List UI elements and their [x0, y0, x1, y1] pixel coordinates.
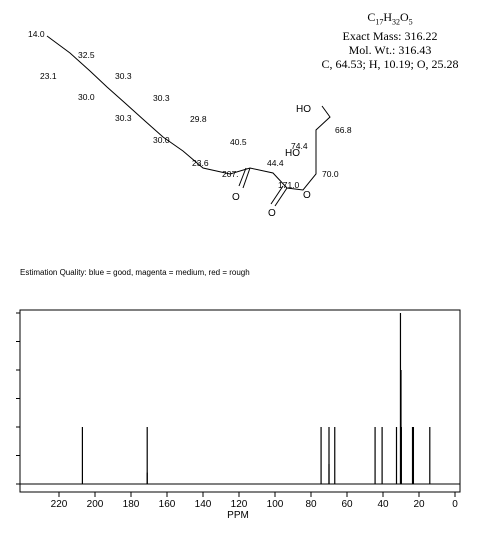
- molecule-structure: [46, 35, 331, 207]
- x-tick-label: 40: [377, 499, 389, 510]
- x-tick-label: 180: [123, 499, 140, 510]
- elemental-composition: C, 64.53; H, 10.19; O, 25.28: [321, 57, 459, 72]
- x-tick-label: 160: [159, 499, 176, 510]
- shift-label: 14.0: [28, 29, 45, 39]
- shift-label: 40.5: [230, 137, 247, 147]
- shift-label: 74.4: [291, 141, 308, 151]
- shift-label: 30.3: [153, 93, 170, 103]
- ketone-oxygen-label: O: [232, 192, 240, 203]
- shift-labels: 14.0 32.5 23.1 30.3 30.0 30.3 30.3 29.8 …: [28, 29, 352, 190]
- shift-label: 171.0: [278, 180, 300, 190]
- y-ticks: [16, 312, 20, 485]
- ester-oxygen-label: O: [303, 190, 311, 201]
- x-tick-label: 220: [51, 499, 68, 510]
- shift-label: 70.0: [322, 169, 339, 179]
- x-tick-label: 20: [413, 499, 425, 510]
- x-tick-label: 140: [195, 499, 212, 510]
- peaks: [81, 313, 431, 484]
- x-tick-label: 60: [341, 499, 353, 510]
- x-tick-label: 100: [267, 499, 284, 510]
- x-tick-label: 80: [305, 499, 317, 510]
- shift-label: 66.8: [335, 125, 352, 135]
- oh-top-label: HO: [296, 104, 311, 115]
- estimation-quality-note: Estimation Quality: blue = good, magenta…: [20, 268, 250, 277]
- shift-label: 44.4: [267, 158, 284, 168]
- shift-label: 207.: [222, 169, 239, 179]
- alkyl-chain: [46, 35, 331, 191]
- x-tick-label: 0: [452, 499, 458, 510]
- ester-carbonyl-oxygen-label: O: [268, 208, 276, 219]
- shift-label: 30.3: [115, 113, 132, 123]
- x-tick-label: 200: [87, 499, 104, 510]
- shift-label: 30.3: [115, 71, 132, 81]
- compound-info: C17H32O5 Exact Mass: 316.22 Mol. Wt.: 31…: [300, 10, 480, 71]
- molecular-formula: C17H32O5: [367, 10, 413, 27]
- molecular-weight: Mol. Wt.: 316.43: [348, 43, 432, 58]
- atom-labels: HO HO O O O: [232, 104, 311, 219]
- shift-label: 23.1: [40, 71, 57, 81]
- oh-mid-label: HO: [285, 148, 300, 159]
- shift-label: 23.6: [192, 158, 209, 168]
- x-axis-label: PPM: [227, 510, 249, 521]
- shift-label: 32.5: [78, 50, 95, 60]
- shift-label: 29.8: [190, 114, 207, 124]
- shift-label: 30.0: [153, 135, 170, 145]
- exact-mass: Exact Mass: 316.22: [342, 29, 438, 44]
- plot-frame: [19, 309, 461, 493]
- shift-label: 30.0: [78, 92, 95, 102]
- x-tick-label: 120: [231, 499, 248, 510]
